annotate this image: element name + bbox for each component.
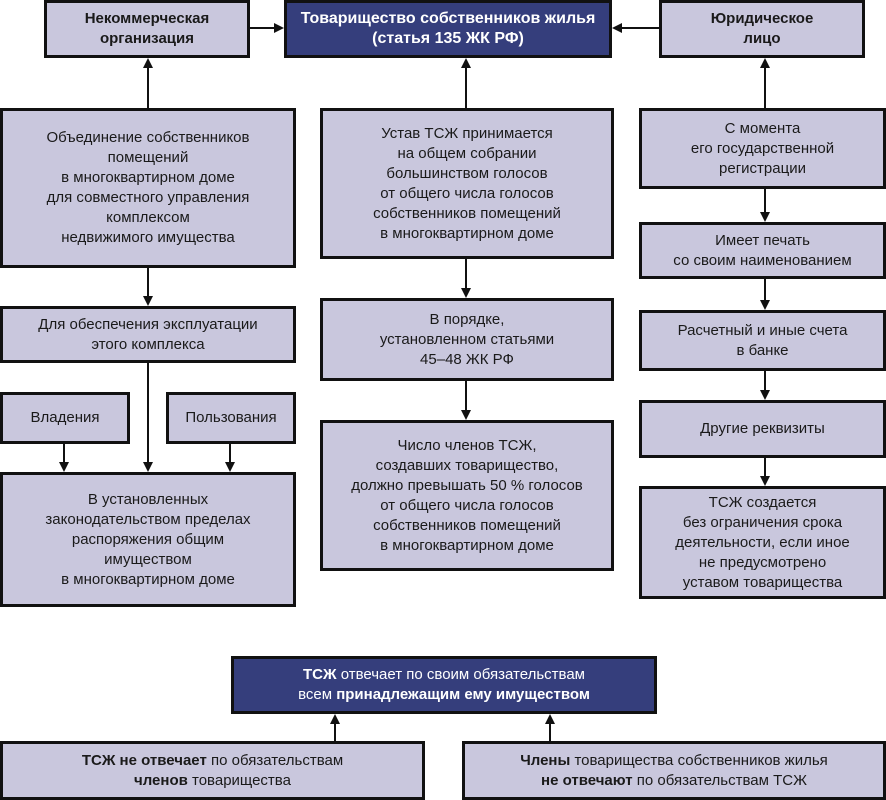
- box-hoa-not-liable: ТСЖ не отвечает по обязательствам членов…: [0, 741, 425, 800]
- box-hoa-not-liable-text: ТСЖ не отвечает по обязательствам членов…: [82, 751, 343, 791]
- arrowhead: [59, 462, 69, 472]
- not-liable-bold-2: членов: [134, 771, 188, 789]
- arrowhead: [545, 714, 555, 724]
- arrowhead: [330, 714, 340, 724]
- box-ownership-label: Владения: [30, 409, 100, 426]
- box-usage-label: Пользования: [185, 409, 277, 426]
- box-definition: Объединение собственников помещений в мн…: [0, 108, 296, 268]
- box-members-not-liable-text: Члены товарищества собственников жилья н…: [520, 751, 828, 791]
- box-accounts-label: Расчетный и иные счета в банке: [677, 321, 848, 359]
- box-disposal: В установленных законодательством предел…: [0, 472, 296, 607]
- box-ownership: Владения: [0, 392, 130, 444]
- box-seal-label: Имеет печать со своим наименованием: [673, 231, 852, 269]
- arrowhead: [143, 462, 153, 472]
- box-disposal-label: В установленных законодательством предел…: [45, 490, 251, 588]
- arrowhead: [760, 476, 770, 486]
- box-seal: Имеет печать со своим наименованием: [639, 222, 886, 279]
- not-liable-bold-1: ТСЖ не отвечает: [81, 751, 207, 769]
- box-accounts: Расчетный и иные счета в банке: [639, 310, 886, 371]
- box-registration-label: С момента его государственной регистраци…: [690, 119, 835, 177]
- box-charter: Устав ТСЖ принимается на общем собрании …: [320, 108, 614, 259]
- not-liable-rest-2: товарищества: [187, 771, 291, 789]
- box-hoa-title: Товарищество собственников жилья (статья…: [284, 0, 612, 58]
- box-purpose-label: Для обеспечения эксплуатации этого компл…: [38, 315, 258, 353]
- arrowhead: [760, 212, 770, 222]
- box-term-label: ТСЖ создается без ограничения срока деят…: [675, 493, 850, 591]
- liability-bold-1: ТСЖ: [302, 666, 337, 683]
- box-legal-entity-label: Юридическое лицо: [710, 10, 814, 47]
- arrowhead: [461, 410, 471, 420]
- liability-normal-2: всем: [298, 686, 337, 703]
- box-other-requisites: Другие реквизиты: [639, 400, 886, 458]
- box-liability-text: ТСЖ отвечает по своим обязательствам все…: [298, 665, 590, 705]
- box-legal-entity: Юридическое лицо: [659, 0, 865, 58]
- box-purpose: Для обеспечения эксплуатации этого компл…: [0, 306, 296, 363]
- arrowhead: [143, 296, 153, 306]
- box-usage: Пользования: [166, 392, 296, 444]
- box-charter-label: Устав ТСЖ принимается на общем собрании …: [373, 124, 561, 242]
- members-rest-1: товарищества собственников жилья: [570, 751, 828, 769]
- box-hoa-title-label: Товарищество собственников жилья (статья…: [300, 10, 596, 47]
- box-nonprofit-organization-label: Некоммерческая организация: [84, 10, 210, 47]
- box-other-requisites-label: Другие реквизиты: [700, 420, 825, 437]
- box-members-count-label: Число членов ТСЖ, создавших товарищество…: [351, 436, 583, 554]
- liability-bold-2: принадлежащим ему имуществом: [336, 686, 590, 703]
- members-rest-2: по обязательствам ТСЖ: [632, 771, 807, 789]
- arrowhead: [143, 58, 153, 68]
- liability-rest-1: отвечает по своим обязательствам: [336, 666, 585, 683]
- box-liability: ТСЖ отвечает по своим обязательствам все…: [231, 656, 657, 714]
- arrowhead: [461, 288, 471, 298]
- box-definition-label: Объединение собственников помещений в мн…: [46, 129, 250, 246]
- arrowhead: [461, 58, 471, 68]
- box-members-count: Число членов ТСЖ, создавших товарищество…: [320, 420, 614, 571]
- box-procedure-label: В порядке, установленном статьями 45–48 …: [379, 310, 555, 368]
- box-nonprofit-organization: Некоммерческая организация: [44, 0, 250, 58]
- box-members-not-liable: Члены товарищества собственников жилья н…: [462, 741, 886, 800]
- box-term: ТСЖ создается без ограничения срока деят…: [639, 486, 886, 599]
- box-registration: С момента его государственной регистраци…: [639, 108, 886, 189]
- arrowhead: [760, 300, 770, 310]
- box-procedure: В порядке, установленном статьями 45–48 …: [320, 298, 614, 381]
- members-bold-2: не отвечают: [541, 771, 633, 789]
- arrowhead: [760, 58, 770, 68]
- arrowhead: [612, 23, 622, 33]
- arrowhead: [760, 390, 770, 400]
- members-bold-1: Члены: [520, 751, 571, 769]
- arrowhead: [225, 462, 235, 472]
- arrowhead: [274, 23, 284, 33]
- not-liable-rest-1: по обязательствам: [206, 751, 344, 769]
